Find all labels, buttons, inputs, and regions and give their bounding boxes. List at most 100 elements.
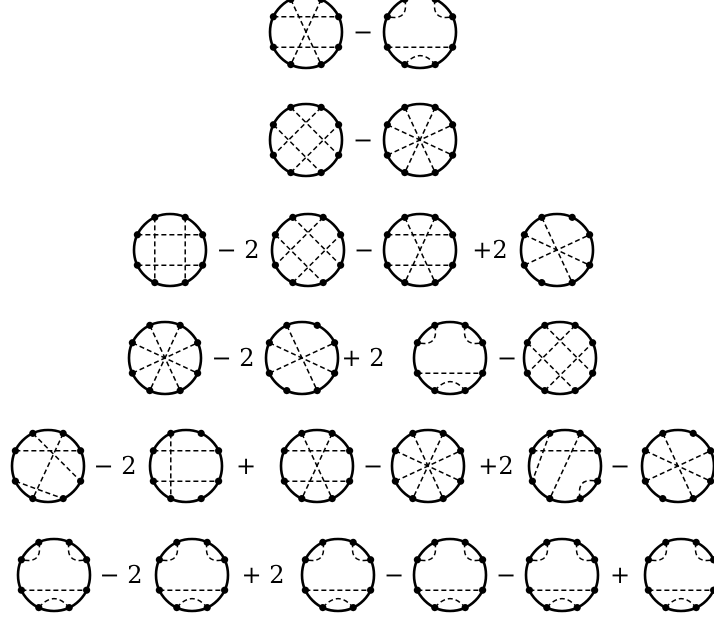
operator-label: − [497, 344, 517, 372]
operator-label: +2 [478, 452, 513, 480]
vertex-dot [271, 261, 279, 269]
vertex-dot [346, 447, 354, 455]
vertex-dot [83, 556, 91, 564]
vertex-dot [328, 429, 336, 437]
vertex-dot [167, 495, 175, 503]
vertex-dot [449, 43, 457, 51]
feynman-diagram [268, 102, 344, 178]
vertex-dot [401, 213, 409, 221]
vertex-dot [692, 538, 700, 546]
vertex-dot [431, 538, 439, 546]
vertex-dot [331, 369, 339, 377]
vertex-dot [367, 586, 375, 594]
vertex-dot [349, 604, 357, 612]
vertex-dot [283, 321, 291, 329]
vertex-dot [538, 279, 546, 287]
vertex-dot [269, 13, 277, 21]
vertex-dot [287, 0, 295, 3]
vertex-dot [11, 477, 19, 485]
vertex-dot [146, 387, 154, 395]
propagator-line [434, 380, 466, 392]
vertex-dot [319, 279, 327, 287]
feynman-diagram [382, 212, 458, 288]
vertex-dot [543, 604, 551, 612]
vertex-dot [457, 447, 465, 455]
vertex-dot [707, 447, 714, 455]
vertex-dot [215, 447, 223, 455]
propagator-line [404, 54, 436, 66]
vertex-dot [449, 231, 457, 239]
vertex-dot [576, 495, 584, 503]
vertex-dot [449, 261, 457, 269]
propagator-line [541, 217, 573, 283]
vertex-dot [319, 213, 327, 221]
vertex-dot [479, 556, 487, 564]
vertex-dot [383, 43, 391, 51]
vertex-dot [525, 556, 533, 564]
vertex-dot [573, 538, 581, 546]
operator-label: + [236, 452, 256, 480]
operator-label: − [610, 452, 630, 480]
propagator-line [434, 597, 466, 609]
feynman-diagram [16, 537, 92, 613]
vertex-dot [413, 369, 421, 377]
vertex-dot [280, 477, 288, 485]
vertex-dot [328, 495, 336, 503]
vertex-dot [289, 213, 297, 221]
operator-label: − 2 [93, 452, 136, 480]
vertex-dot [313, 321, 321, 329]
vertex-dot [151, 279, 159, 287]
propagator-line [292, 234, 342, 284]
vertex-dot [431, 279, 439, 287]
vertex-dot [659, 495, 667, 503]
loop-circle [412, 320, 488, 396]
loop-circle [148, 428, 224, 504]
loop-circle [522, 320, 598, 396]
vertex-dot [203, 538, 211, 546]
vertex-dot [659, 429, 667, 437]
propagator-line [549, 433, 581, 499]
operator-label: + [610, 561, 630, 589]
vertex-dot [662, 538, 670, 546]
vertex-dot [449, 151, 457, 159]
vertex-dot [409, 429, 417, 437]
vertex-dot [35, 604, 43, 612]
propagator-line [290, 124, 340, 174]
loop-circle [382, 102, 458, 178]
feynman-diagram [154, 537, 230, 613]
loop-circle [270, 212, 346, 288]
vertex-dot [546, 429, 554, 437]
vertex-dot [155, 556, 163, 564]
feynman-diagram [127, 320, 203, 396]
vertex-dot [335, 151, 343, 159]
vertex-dot [479, 586, 487, 594]
propagator-line [292, 216, 342, 266]
vertex-dot [269, 121, 277, 129]
vertex-dot [271, 231, 279, 239]
operator-label: + 2 [341, 344, 384, 372]
vertex-dot [589, 369, 597, 377]
propagator-line [290, 0, 322, 65]
vertex-dot [573, 604, 581, 612]
propagator-line [38, 597, 70, 609]
propagator-line [526, 342, 576, 392]
vertex-dot [167, 429, 175, 437]
vertex-dot [221, 556, 229, 564]
vertex-dot [523, 339, 531, 347]
loop-circle [16, 537, 92, 613]
loop-circle [10, 428, 86, 504]
vertex-dot [383, 151, 391, 159]
feynman-diagram [640, 428, 714, 504]
vertex-dot [586, 261, 594, 269]
operator-label: +2 [472, 236, 507, 264]
feynman-diagram [643, 537, 714, 613]
propagator-line [544, 342, 594, 392]
vertex-dot [269, 43, 277, 51]
vertex-dot [461, 321, 469, 329]
vertex-dot [35, 538, 43, 546]
feynman-diagram [382, 0, 458, 70]
vertex-dot [29, 495, 37, 503]
vertex-dot [520, 261, 528, 269]
vertex-dot [287, 169, 295, 177]
operator-label: − [363, 452, 383, 480]
